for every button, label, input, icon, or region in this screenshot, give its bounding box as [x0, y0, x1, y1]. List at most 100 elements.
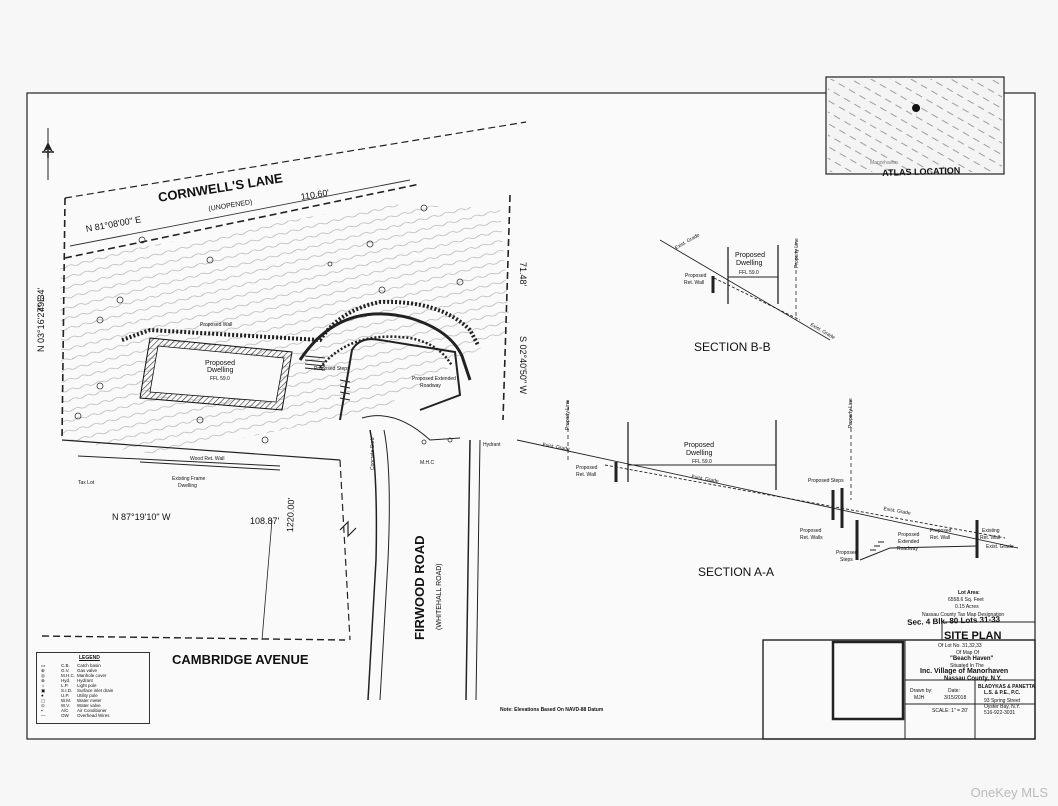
legend-code: C.B. — [61, 663, 70, 668]
lot-tax-map: Nassau County Tax Map Designation — [922, 612, 1005, 618]
legend-code: W.M. — [61, 698, 72, 703]
legend-box: LEGEND ▭C.B.Catch basin ⊕G.V.Gas valve ◎… — [36, 652, 150, 724]
plan-concrete-curb: Concrete Curb — [370, 437, 376, 470]
legend-row: ▢W.M.Water meter — [41, 698, 102, 703]
legend-code: Hyd. — [61, 678, 71, 683]
title-firm-2: L.S. & P.E., P.C. — [984, 690, 1021, 696]
legend-code: L.P. — [61, 683, 69, 688]
datum-note: Note: Elevations Based On NAVD-88 Datum — [500, 707, 604, 713]
legend-desc: Utility pole — [77, 693, 98, 698]
aa-proposed-ret-walls-2: Ret. Walls — [800, 535, 823, 541]
property-line-north — [64, 183, 421, 259]
aa-proposed-steps-2: Proposed — [836, 550, 858, 556]
lot-area-label: Lot Area: — [958, 590, 980, 596]
north-arrow-icon — [42, 128, 54, 180]
aa-property-line-2: Property Line — [848, 398, 854, 428]
legend-desc: Gas valve — [77, 668, 98, 673]
bearing-south-dist: 108.87' — [250, 516, 280, 526]
plan-proposed-steps: Proposed Steps — [314, 366, 350, 372]
plan-proposed-dwelling-2: Dwelling — [207, 367, 234, 374]
location-marker-icon — [912, 104, 921, 120]
aa-proposed-ret-walls: Proposed — [800, 528, 822, 534]
bearing-east: S 02°40'50" W — [518, 336, 528, 395]
legend-code: S.I.D. — [61, 688, 73, 693]
cambridge-line — [41, 635, 346, 641]
section-bb-drawing — [659, 239, 831, 341]
lot-area-sqft: 6558.6 Sq. Feet — [948, 597, 984, 603]
firwood-road-curb-east — [465, 439, 471, 701]
title-drawn-by-label: Drawn by: — [910, 688, 933, 694]
legend-desc: Catch basin — [77, 663, 101, 668]
title-county: Nassau County, N.Y. — [944, 676, 1002, 682]
legend-code: OW — [61, 713, 69, 718]
legend-desc: Hydrant — [77, 678, 93, 683]
watermark: OneKey MLS — [970, 785, 1048, 800]
title-scale: SCALE: 1" = 20' — [932, 708, 968, 714]
legend-code: U.P. — [61, 693, 70, 698]
legend-code: A/C — [61, 708, 69, 713]
aa-proposed-ret-wall-2: Ret. Wall — [576, 472, 597, 478]
section-aa-title: SECTION A-A — [698, 565, 775, 579]
title-map-name: "Beach Haven" — [950, 656, 994, 662]
bearing-south: N 87°19'10" W — [112, 512, 171, 522]
title-firm: BLADYKAS & PANETTA — [978, 684, 1036, 690]
aa-proposed-dwelling-2: Dwelling — [686, 450, 713, 457]
aa-existing-ret-wall: Existing — [982, 528, 1000, 534]
aa-proposed-extended-2: Extended — [898, 539, 920, 545]
legend-desc: Water valve — [77, 703, 101, 708]
legend-row: ⊗Hyd.Hydrant — [41, 678, 93, 683]
aa-ffl: FFL 59.0 — [692, 459, 712, 465]
plan-proposed-roadway: Roadway — [420, 383, 441, 389]
title-situated: Situated In The — [950, 663, 984, 669]
lot-area-acres: 0.15 Acres — [955, 604, 979, 610]
title-date: 3/15/2018 — [944, 695, 967, 701]
aa-proposed-extended-3: Roadway — [897, 546, 918, 552]
property-line-south — [61, 439, 341, 461]
bb-proposed-ret-wall: Proposed — [685, 273, 707, 279]
legend-desc: Overhead Wires — [77, 713, 110, 718]
property-line-cornwell — [64, 121, 527, 199]
legend-desc: Manhole cover — [77, 673, 107, 678]
firwood-road-label: FIRWOOD ROAD — [412, 535, 427, 640]
bearing-west-dist: 49.34' — [36, 287, 46, 312]
title-block-frame — [762, 621, 1036, 740]
site-plan-title: SITE PLAN — [944, 630, 1002, 642]
plan-ffl: FFL 59.0 — [210, 376, 230, 382]
legend-row: ▣S.I.D.Surface inlet drain — [41, 688, 114, 693]
plan-tax-lot: Tax Lot — [78, 480, 95, 486]
proposed-roadway — [339, 338, 462, 421]
plan-existing-frame: Existing Frame — [172, 476, 206, 482]
title-of-lot: Of Lot No. 31,32,33 — [938, 643, 982, 649]
atlas-map-text: Manorhaven — [870, 160, 898, 166]
boundary-dash-lower — [339, 459, 351, 641]
section-bb-title: SECTION B-B — [694, 340, 771, 354]
legend-row: ⊙W.V.Water valve — [41, 703, 101, 708]
legend-row: ●U.P.Utility pole — [41, 693, 98, 698]
plan-hydrant: Hydrant — [483, 442, 501, 448]
cambridge-avenue-label: CAMBRIDGE AVENUE — [172, 652, 309, 667]
plan-existing-frame-2: Dwelling — [178, 483, 197, 489]
plan-proposed-dwelling: Proposed — [205, 360, 235, 367]
plan-proposed-wall: Proposed Wall — [200, 322, 233, 328]
aa-existing-ret-wall-2: Ret. Wall — [980, 535, 1001, 541]
legend-desc: Water meter — [77, 698, 102, 703]
aa-proposed-extended: Proposed — [898, 532, 920, 538]
bb-proposed-ret-wall-2: Ret. Wall — [684, 280, 705, 286]
title-drawn-by: MJH — [914, 695, 925, 701]
proposed-steps — [304, 355, 351, 401]
aa-proposed-steps-3: Steps — [840, 557, 853, 563]
plan-mhc: M.H.C — [420, 460, 435, 466]
legend-code: W.V. — [61, 703, 71, 708]
legend-code: G.V. — [61, 668, 70, 673]
aa-property-line: Property Line — [565, 400, 571, 430]
legend-row: ⊕G.V.Gas valve — [41, 668, 98, 673]
firwood-road-curb-west-2 — [379, 429, 390, 701]
property-line-east — [502, 194, 511, 421]
firwood-road-curb-west — [367, 429, 378, 701]
legend-row: ▭C.B.Catch basin — [41, 663, 101, 668]
bb-property-line: Property Line — [794, 238, 800, 268]
aa-proposed-ret-wall-b: Proposed — [930, 528, 952, 534]
